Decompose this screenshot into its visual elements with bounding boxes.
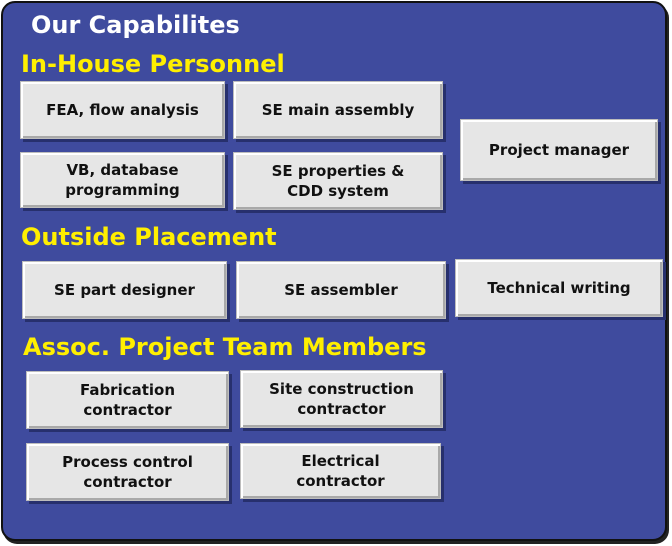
- box-se-part-designer: SE part designer: [22, 261, 227, 319]
- box-project-manager: Project manager: [460, 119, 658, 181]
- page-title: Our Capabilites: [31, 11, 240, 39]
- box-technical-writing: Technical writing: [455, 259, 663, 317]
- box-electrical-contractor: Electrical contractor: [240, 443, 441, 499]
- box-process-control-contractor: Process control contractor: [26, 443, 229, 501]
- section-heading-assoc: Assoc. Project Team Members: [23, 333, 427, 361]
- section-heading-outside: Outside Placement: [21, 223, 277, 251]
- box-se-properties-cdd: SE properties & CDD system: [233, 152, 443, 210]
- box-fabrication-contractor: Fabrication contractor: [26, 371, 229, 429]
- box-se-main-assembly: SE main assembly: [233, 81, 443, 139]
- section-heading-in-house: In-House Personnel: [21, 50, 285, 78]
- box-vb-database-programming: VB, database programming: [20, 152, 225, 208]
- box-site-construction-contractor: Site construction contractor: [240, 370, 443, 428]
- box-se-assembler: SE assembler: [236, 261, 446, 319]
- box-fea-flow-analysis: FEA, flow analysis: [20, 81, 225, 139]
